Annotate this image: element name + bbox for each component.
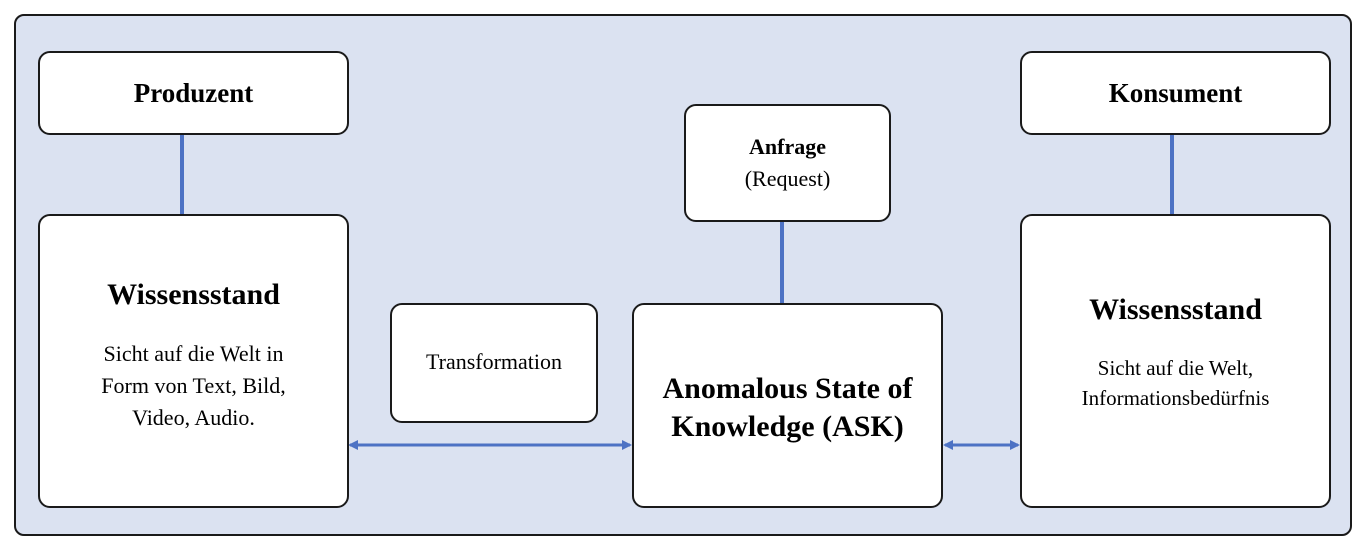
consumer-label: Konsument xyxy=(1108,77,1243,108)
right-knowledge-line-2: Informationsbedürfnis xyxy=(1081,386,1270,410)
left-knowledge-box: Wissensstand Sicht auf die Welt in Form … xyxy=(38,214,349,508)
right-knowledge-box: Wissensstand Sicht auf die Welt, Informa… xyxy=(1020,214,1331,508)
right-knowledge-line-1: Sicht auf die Welt, xyxy=(1097,356,1254,380)
left-knowledge-line-1: Sicht auf die Welt in xyxy=(103,341,284,366)
request-box: Anfrage (Request) xyxy=(684,104,891,222)
request-title: Anfrage xyxy=(749,134,826,159)
producer-label: Produzent xyxy=(133,77,254,108)
transformation-box: Transformation xyxy=(390,303,598,423)
right-knowledge-title: Wissensstand xyxy=(1089,293,1262,326)
producer-box: Produzent xyxy=(38,51,349,135)
left-knowledge-line-3: Video, Audio. xyxy=(132,405,255,430)
ask-line-1: Anomalous State of xyxy=(662,371,913,405)
ask-box: Anomalous State of Knowledge (ASK) xyxy=(632,303,943,508)
transformation-label: Transformation xyxy=(425,349,563,374)
left-knowledge-line-2: Form von Text, Bild, xyxy=(101,373,286,398)
request-subtitle: (Request) xyxy=(744,166,831,191)
left-knowledge-title: Wissensstand xyxy=(107,278,280,311)
consumer-box: Konsument xyxy=(1020,51,1331,135)
ask-line-2: Knowledge (ASK) xyxy=(671,409,904,443)
